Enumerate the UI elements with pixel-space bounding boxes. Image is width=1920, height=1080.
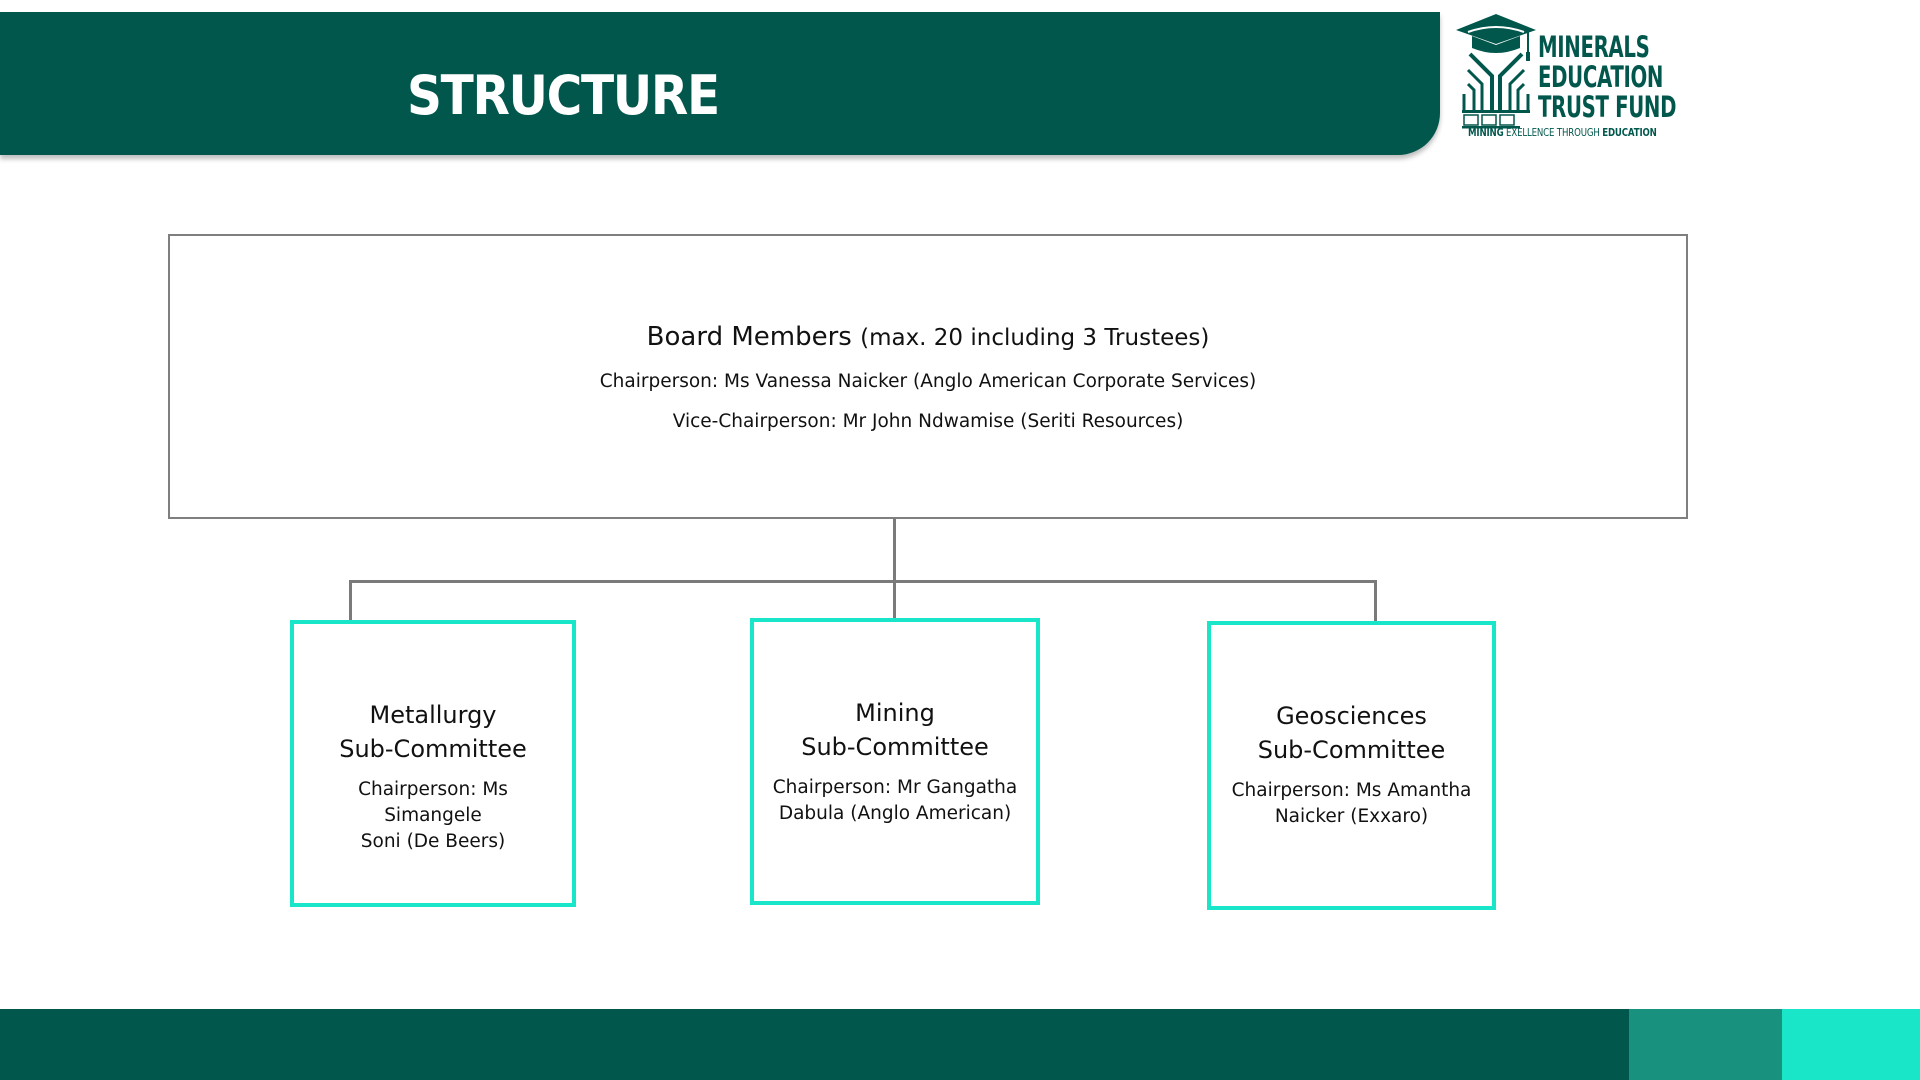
page-title: STRUCTURE bbox=[407, 64, 720, 127]
connector-right-drop bbox=[1374, 580, 1377, 623]
board-title-main: Board Members bbox=[646, 322, 852, 352]
subcommittee-chairperson: Chairperson: Mr Gangatha Dabula (Anglo A… bbox=[768, 775, 1022, 827]
chair-line-2: Soni (De Beers) bbox=[360, 831, 506, 852]
subcommittee-chairperson: Chairperson: Ms Amantha Naicker (Exxaro) bbox=[1225, 778, 1478, 830]
subcommittee-title: Mining Sub-Committee bbox=[754, 696, 1036, 764]
chair-line-1: Chairperson: Ms Simangele bbox=[358, 779, 508, 826]
subcommittee-box-metallurgy: Metallurgy Sub-Committee Chairperson: Ms… bbox=[290, 620, 576, 907]
chair-line-2: Dabula (Anglo American) bbox=[778, 803, 1012, 824]
subcommittee-label: Sub-Committee bbox=[339, 735, 527, 763]
subcommittee-box-geosciences: Geosciences Sub-Committee Chairperson: M… bbox=[1207, 621, 1496, 910]
graduation-cap-icon bbox=[1456, 14, 1536, 129]
board-chairperson: Chairperson: Ms Vanessa Naicker (Anglo A… bbox=[599, 371, 1257, 392]
tagline-bold-1: MINING bbox=[1468, 127, 1504, 139]
board-members-box: Board Members (max. 20 including 3 Trust… bbox=[168, 234, 1688, 519]
logo: MINERALS EDUCATION TRUST FUND MINING EXE… bbox=[1452, 12, 1682, 142]
chair-line-2: Naicker (Exxaro) bbox=[1274, 806, 1429, 827]
subcommittee-name: Mining bbox=[855, 699, 935, 727]
logo-line-2: EDUCATION bbox=[1538, 60, 1664, 94]
subcommittee-title: Metallurgy Sub-Committee bbox=[294, 698, 572, 766]
connector-trunk bbox=[893, 519, 896, 620]
logo-line-1: MINERALS bbox=[1538, 30, 1650, 64]
chair-line-1: Chairperson: Ms Amantha bbox=[1231, 780, 1472, 801]
footer-band-mid bbox=[1629, 1009, 1782, 1080]
board-title: Board Members (max. 20 including 3 Trust… bbox=[170, 321, 1686, 354]
tagline-bold-2: EDUCATION bbox=[1602, 127, 1657, 139]
connector-left-drop bbox=[349, 580, 352, 622]
logo-tagline: MINING EXELLENCE THROUGH EDUCATION bbox=[1468, 127, 1657, 139]
subcommittee-title: Geosciences Sub-Committee bbox=[1211, 699, 1492, 767]
subcommittee-name: Geosciences bbox=[1276, 702, 1427, 730]
board-title-note: (max. 20 including 3 Trustees) bbox=[860, 325, 1210, 351]
logo-wordmark: MINERALS EDUCATION TRUST FUND bbox=[1538, 32, 1676, 122]
subcommittee-chairperson: Chairperson: Ms Simangele Soni (De Beers… bbox=[308, 777, 558, 855]
footer-band-bright bbox=[1782, 1009, 1920, 1080]
chair-line-1: Chairperson: Mr Gangatha bbox=[772, 777, 1018, 798]
footer-band-dark bbox=[0, 1009, 1629, 1080]
logo-line-3: TRUST FUND bbox=[1538, 90, 1677, 124]
header-band bbox=[0, 12, 1440, 155]
subcommittee-name: Metallurgy bbox=[369, 701, 497, 729]
subcommittee-box-mining: Mining Sub-Committee Chairperson: Mr Gan… bbox=[750, 618, 1040, 905]
connector-horizontal bbox=[350, 580, 1376, 583]
board-vice-chairperson: Vice-Chairperson: Mr John Ndwamise (Seri… bbox=[672, 411, 1184, 432]
subcommittee-label: Sub-Committee bbox=[801, 733, 989, 761]
subcommittee-label: Sub-Committee bbox=[1257, 736, 1446, 764]
tagline-light: EXELLENCE THROUGH bbox=[1506, 127, 1600, 139]
